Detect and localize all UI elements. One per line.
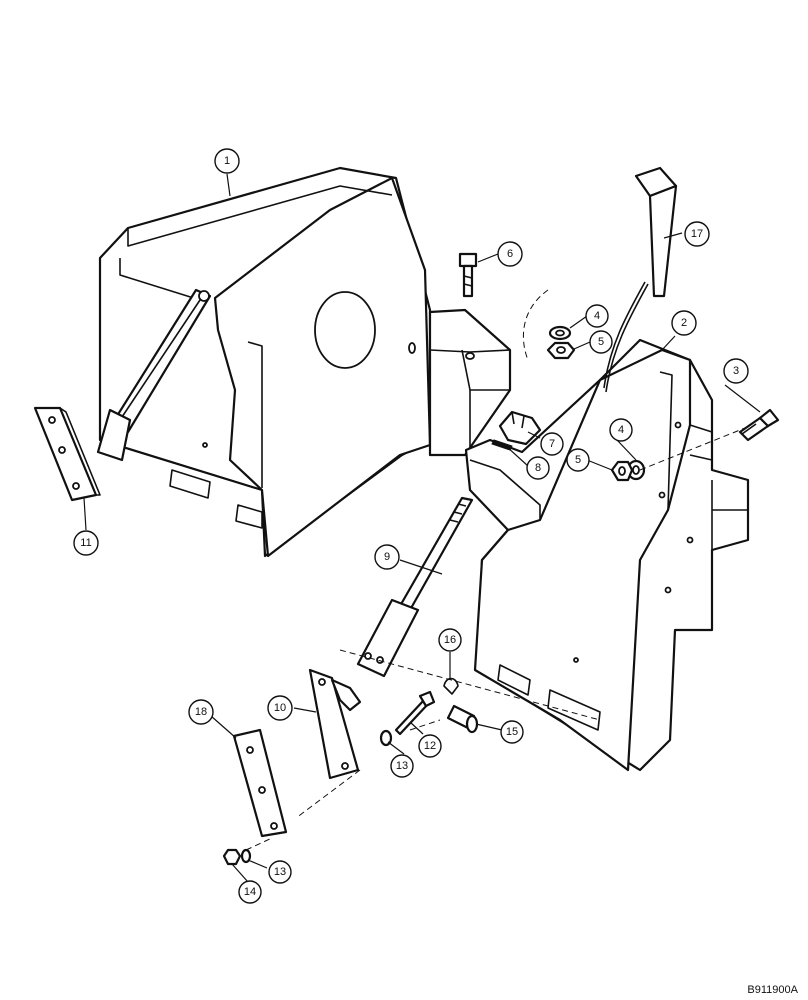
svg-text:17: 17 <box>691 228 703 240</box>
callout-13-low: 13 <box>268 860 292 884</box>
left-bracket-housing <box>96 166 512 558</box>
svg-text:3: 3 <box>733 365 739 377</box>
assembly-lines <box>245 289 746 851</box>
svg-text:4: 4 <box>594 310 600 322</box>
callout-16: 16 <box>438 628 462 652</box>
right-bracket-housing <box>464 338 750 772</box>
callout-4-right: 4 <box>609 418 633 442</box>
svg-text:9: 9 <box>384 551 390 563</box>
svg-text:15: 15 <box>506 726 518 738</box>
callout-6: 6 <box>497 241 523 267</box>
callout-2: 2 <box>671 310 697 336</box>
callout-11: 11 <box>73 530 99 556</box>
cable <box>605 283 649 393</box>
callout-10: 10 <box>267 695 293 721</box>
svg-text:11: 11 <box>80 537 91 549</box>
handle-part-17 <box>634 166 678 298</box>
bracket-bore-hole <box>314 291 376 369</box>
callout-14: 14 <box>238 880 262 904</box>
svg-text:2: 2 <box>681 317 687 329</box>
svg-text:1: 1 <box>224 155 230 167</box>
svg-text:13: 13 <box>396 760 408 772</box>
svg-text:12: 12 <box>424 740 436 752</box>
callout-12: 12 <box>418 734 442 758</box>
svg-text:10: 10 <box>274 702 286 714</box>
clevis-pin-part-15 <box>446 704 479 734</box>
svg-text:5: 5 <box>598 336 604 348</box>
washer-part-4-top <box>548 325 572 341</box>
svg-text:13: 13 <box>274 866 286 878</box>
cotter-pin-part-16 <box>443 677 459 695</box>
washer-part-13-mid <box>379 729 393 747</box>
rod-part-9 <box>356 496 474 678</box>
callout-18: 18 <box>188 699 214 725</box>
svg-text:16: 16 <box>444 634 456 646</box>
callout-8: 8 <box>526 456 550 480</box>
svg-text:14: 14 <box>244 886 256 898</box>
bolt-part-3 <box>738 408 780 442</box>
knob-part-7 <box>498 410 542 446</box>
callout-17: 17 <box>684 221 710 247</box>
svg-text:5: 5 <box>575 454 581 466</box>
callout-4-top: 4 <box>585 304 609 328</box>
nut-part-5-right <box>610 460 634 482</box>
callout-15: 15 <box>500 720 524 744</box>
nut-part-5-top <box>546 341 576 360</box>
nut-part-14 <box>222 848 242 866</box>
bolt-part-6 <box>458 252 478 298</box>
callout-7: 7 <box>540 432 564 456</box>
bolt-part-12 <box>394 690 436 736</box>
svg-text:6: 6 <box>507 248 513 260</box>
svg-text:4: 4 <box>618 424 624 436</box>
callout-13-mid: 13 <box>390 754 414 778</box>
callout-5-right: 5 <box>566 448 590 472</box>
svg-text:8: 8 <box>535 462 541 474</box>
svg-text:18: 18 <box>195 706 207 718</box>
left-end-plate <box>33 406 101 502</box>
document-id: B911900A <box>747 984 798 996</box>
plate-part-10 <box>308 668 362 780</box>
callout-9: 9 <box>374 544 400 570</box>
plate-part-18 <box>232 728 288 838</box>
callout-1: 1 <box>214 148 240 174</box>
callout-3: 3 <box>723 358 749 384</box>
leaders <box>83 173 761 883</box>
svg-text:7: 7 <box>549 438 555 450</box>
callout-5-top: 5 <box>589 330 613 354</box>
